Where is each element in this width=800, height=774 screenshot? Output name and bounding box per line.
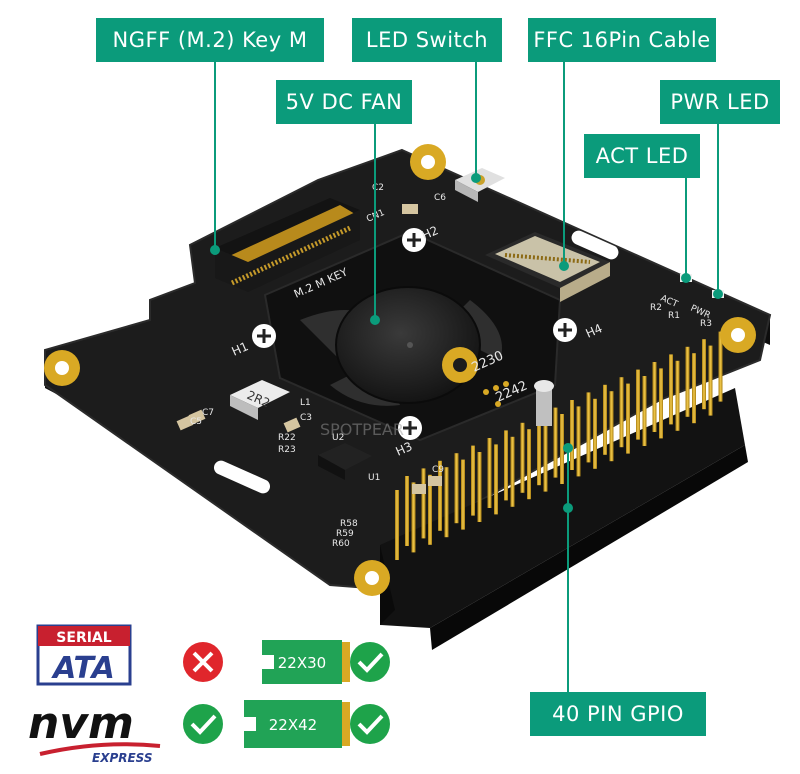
r3-label: R3 bbox=[700, 319, 712, 329]
h2-label: H2 bbox=[420, 223, 441, 243]
ssd-2230-icon: 22X30 bbox=[262, 640, 350, 684]
nvme-logo: nvm EXPRESS bbox=[28, 698, 161, 765]
gpio-pin bbox=[405, 476, 409, 546]
r22-label: R22 bbox=[278, 433, 296, 443]
gpio-pin bbox=[669, 354, 673, 425]
h3-label: H3 bbox=[394, 439, 415, 459]
gpio-pin bbox=[438, 460, 442, 531]
c2-label: C2 bbox=[372, 183, 384, 193]
c6-label: C6 bbox=[434, 193, 446, 203]
r59-label: R59 bbox=[336, 529, 354, 539]
r23-label: R23 bbox=[278, 445, 296, 455]
gpio-pins bbox=[395, 331, 723, 560]
inductor: 2R2 bbox=[230, 380, 290, 420]
gpio-pin bbox=[543, 421, 548, 492]
callout-40-pin-gpio: 40 PIN GPIO bbox=[530, 692, 706, 736]
mounting-holes bbox=[44, 144, 756, 596]
h4-label: H4 bbox=[584, 321, 605, 341]
gpio-pin bbox=[692, 353, 696, 424]
sata-logo-top: SERIAL bbox=[56, 630, 111, 646]
callout-ngff-m2-key-m: NGFF (M.2) Key M bbox=[96, 18, 324, 62]
gpio-pin bbox=[411, 482, 416, 553]
gpio-pin bbox=[494, 444, 498, 515]
gpio-pin bbox=[421, 468, 426, 539]
gpio-pin bbox=[576, 406, 581, 477]
nvme-logo-sub: EXPRESS bbox=[92, 751, 153, 765]
leader-lines bbox=[210, 62, 723, 692]
c9-label: C9 bbox=[432, 465, 444, 475]
c3-label: C3 bbox=[300, 413, 312, 423]
r58-label: R58 bbox=[340, 519, 358, 529]
gpio-pin bbox=[520, 422, 525, 493]
m2-slot bbox=[215, 198, 360, 292]
ssd-2230-label: 22X30 bbox=[278, 654, 326, 672]
sata-logo-bottom: ATA bbox=[51, 651, 115, 686]
l1-label: L1 bbox=[300, 398, 311, 408]
sata-logo: SERIAL ATA bbox=[36, 624, 132, 686]
screws bbox=[252, 228, 577, 440]
ssd-2242-icon: 22X42 bbox=[244, 700, 350, 748]
board-slot-right bbox=[571, 230, 619, 260]
board-slot-left bbox=[213, 460, 271, 494]
u1-label: U1 bbox=[368, 473, 380, 483]
gpio-pin bbox=[461, 459, 465, 530]
fan-center-dot bbox=[407, 342, 413, 348]
gpio-pin bbox=[675, 360, 680, 431]
c5-label: C5 bbox=[190, 417, 202, 427]
gpio-pin bbox=[510, 436, 515, 507]
gpio-pin bbox=[586, 392, 591, 463]
gpio-pin bbox=[642, 376, 647, 446]
nvme-logo-text: nvm bbox=[28, 698, 134, 749]
callout-5v-dc-fan: 5V DC FAN bbox=[276, 80, 412, 124]
gpio-pin bbox=[702, 339, 706, 410]
ssd-2242-label: 22X42 bbox=[269, 716, 317, 734]
gpio-pin bbox=[603, 384, 607, 455]
callout-ffc-16pin-cable: FFC 16Pin Cable bbox=[528, 18, 716, 62]
gpio-pin bbox=[708, 345, 713, 416]
r60-label: R60 bbox=[332, 539, 350, 549]
r2-label: R2 bbox=[650, 303, 662, 313]
nvme-supported-check-icon bbox=[183, 704, 223, 744]
gpio-pin bbox=[593, 398, 597, 469]
gpio-pin bbox=[553, 407, 558, 478]
standoff-pin bbox=[534, 380, 554, 426]
gpio-pin bbox=[718, 331, 723, 402]
gpio-pin bbox=[395, 490, 399, 560]
gpio-pin bbox=[537, 415, 541, 486]
gpio-pin bbox=[609, 391, 614, 462]
gpio-pin bbox=[626, 383, 630, 454]
gpio-pin bbox=[570, 400, 574, 470]
callout-led-switch: LED Switch bbox=[352, 18, 502, 62]
h1-label: H1 bbox=[230, 339, 251, 359]
callout-pwr-led: PWR LED bbox=[660, 80, 780, 124]
components bbox=[176, 204, 442, 494]
c7-label: C7 bbox=[202, 408, 214, 418]
ssd-2242-check-icon bbox=[350, 704, 390, 744]
callout-act-led: ACT LED bbox=[584, 134, 700, 178]
gpio-pin bbox=[487, 438, 492, 508]
gpio-pin bbox=[619, 377, 624, 448]
gpio-pin bbox=[652, 362, 657, 432]
gpio-pin bbox=[477, 452, 482, 522]
gpio-pin bbox=[560, 414, 564, 484]
gpio-pin bbox=[444, 467, 449, 538]
r1-label: R1 bbox=[668, 311, 680, 321]
gpio-pin bbox=[471, 445, 475, 516]
ssd-2230-check-icon bbox=[350, 642, 390, 682]
gpio-pin bbox=[636, 369, 640, 440]
standoff-pads bbox=[483, 381, 509, 407]
u2-label: U2 bbox=[332, 433, 344, 443]
gpio-pin bbox=[428, 474, 432, 545]
gpio-pin bbox=[659, 368, 663, 439]
ffc-connector bbox=[485, 232, 610, 302]
gpio-pin bbox=[527, 429, 531, 500]
watermark: SPOTPEAR bbox=[320, 420, 404, 439]
sata-unsupported-cross-icon bbox=[183, 642, 223, 682]
ic-chip bbox=[318, 443, 372, 480]
gpio-pin bbox=[685, 346, 690, 417]
gpio-pin bbox=[504, 430, 508, 501]
gpio-pin bbox=[454, 453, 459, 524]
